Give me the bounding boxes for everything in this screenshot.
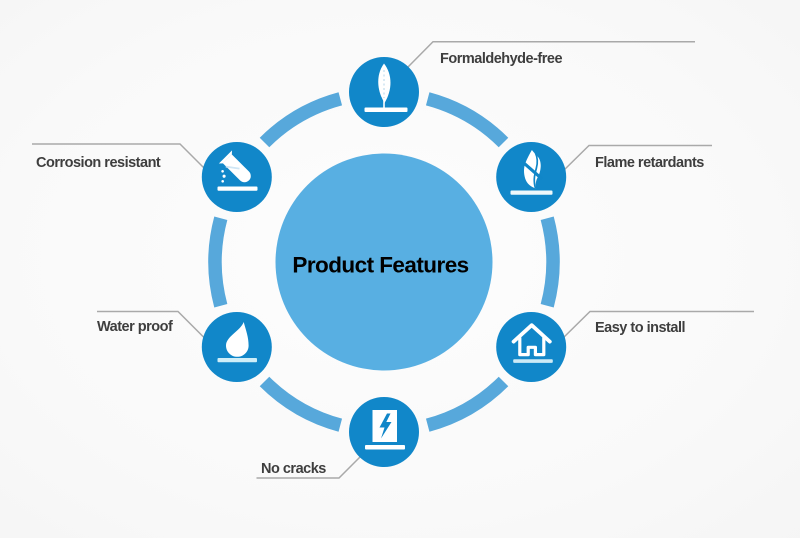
svg-text:No cracks: No cracks — [261, 461, 326, 477]
svg-text:Flame retardants: Flame retardants — [595, 155, 704, 171]
svg-text:Corrosion resistant: Corrosion resistant — [36, 155, 161, 171]
svg-text:Product Features: Product Features — [292, 253, 468, 278]
svg-text:Easy to install: Easy to install — [595, 320, 685, 336]
svg-text:Formaldehyde-free: Formaldehyde-free — [440, 51, 562, 67]
svg-text:Water proof: Water proof — [97, 319, 173, 335]
